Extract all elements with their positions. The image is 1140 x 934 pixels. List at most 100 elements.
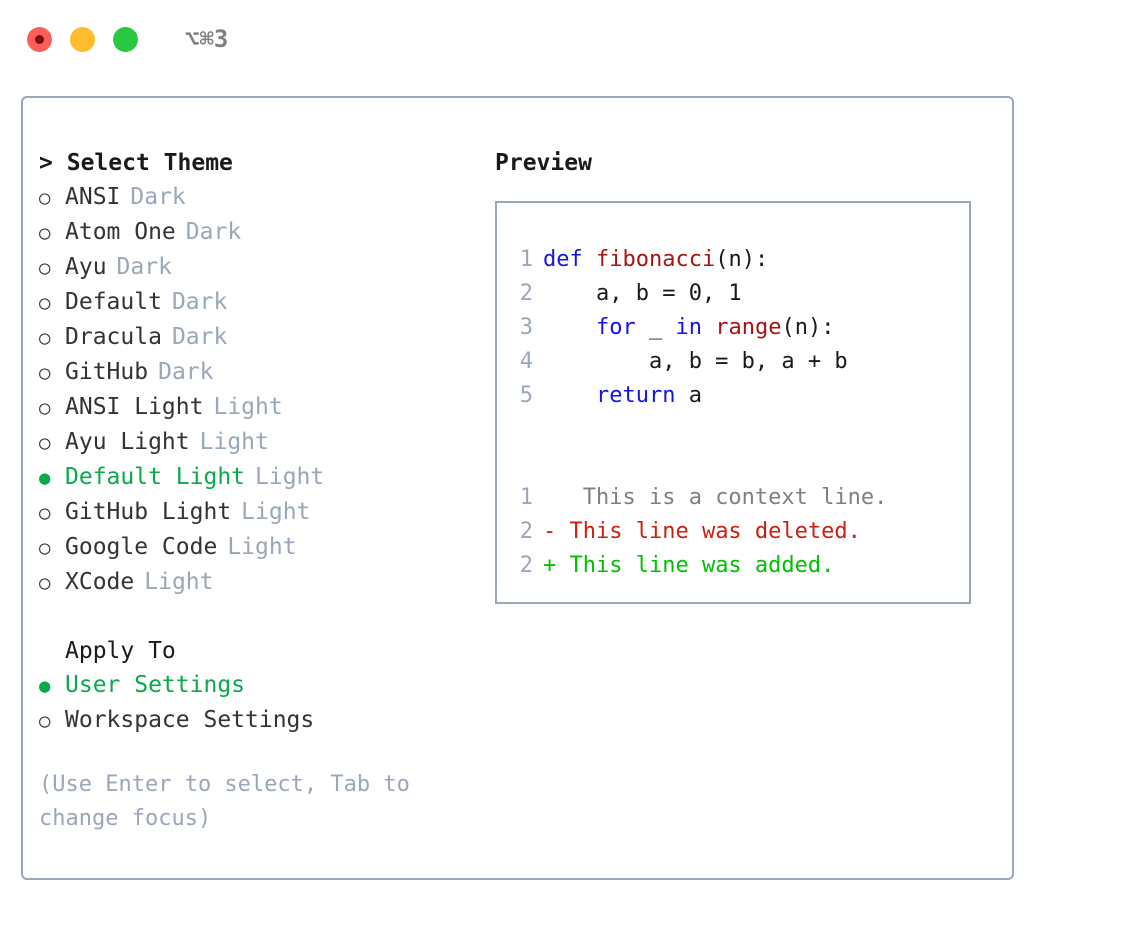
radio-icon: ○ xyxy=(39,710,51,732)
theme-variant-tag: Dark xyxy=(158,359,214,385)
code-blank-line xyxy=(497,447,969,481)
theme-name: Default xyxy=(65,289,162,315)
theme-name: Google Code xyxy=(65,534,218,560)
code-token: _ xyxy=(635,315,676,340)
radio-icon: ○ xyxy=(39,292,51,314)
preview-heading: Preview xyxy=(495,150,592,176)
code-token xyxy=(543,383,596,408)
radio-icon: ○ xyxy=(39,362,51,384)
apply-to-item-workspace-settings[interactable]: ○ Workspace Settings xyxy=(39,703,493,738)
radio-icon: ○ xyxy=(39,502,51,524)
select-theme-heading-label: Select Theme xyxy=(66,150,233,176)
theme-variant-tag: Dark xyxy=(116,254,172,280)
code-token: for xyxy=(595,315,636,340)
theme-name: Atom One xyxy=(65,219,176,245)
code-line: 5 return a xyxy=(497,379,969,413)
radio-icon: ○ xyxy=(39,222,51,244)
theme-variant-tag: Dark xyxy=(185,219,242,245)
line-number: 5 xyxy=(519,383,533,408)
radio-icon-selected: ● xyxy=(39,467,51,489)
code-line: 3 for _ in range(n): xyxy=(497,311,969,345)
code-content: def fibonacci(n): xyxy=(543,243,768,277)
line-number: 1 xyxy=(519,485,533,510)
code-line: 2 a, b = 0, 1 xyxy=(497,277,969,311)
code-blank-line xyxy=(497,413,969,447)
theme-name: Dracula xyxy=(65,324,162,350)
code-token: (n): xyxy=(715,247,769,272)
line-number: 1 xyxy=(519,247,533,272)
theme-list-item[interactable]: ○ ANSI Light Light xyxy=(39,390,493,425)
theme-name: ANSI Light xyxy=(65,394,204,420)
diff-line-deleted: 2 - This line was deleted. xyxy=(497,515,969,549)
traffic-light-buttons xyxy=(27,26,138,52)
theme-name: XCode xyxy=(65,569,135,595)
theme-variant-tag: Light xyxy=(144,569,214,595)
theme-variant-tag: Dark xyxy=(171,289,228,315)
code-token: fibonacci xyxy=(595,247,716,272)
minimize-button[interactable] xyxy=(70,26,95,52)
theme-list-item[interactable]: ○ Default Dark xyxy=(39,285,493,320)
theme-list-item[interactable]: ○ Atom One Dark xyxy=(39,215,493,250)
theme-list-item[interactable]: ○ GitHub Dark xyxy=(39,355,493,390)
title-bar: ⌥⌘3 xyxy=(0,0,1140,78)
list-spacer xyxy=(39,600,493,634)
code-content: return a xyxy=(543,379,702,413)
theme-name: GitHub Light xyxy=(65,499,232,525)
code-token: def xyxy=(543,247,596,272)
code-line: 1 def fibonacci(n): xyxy=(497,243,969,277)
theme-list-item[interactable]: ○ Google Code Light xyxy=(39,530,493,565)
diff-content: This line was deleted. xyxy=(556,519,861,544)
code-token: (n): xyxy=(781,315,835,340)
code-token xyxy=(702,315,715,340)
code-token: a, b = 0, 1 xyxy=(543,281,742,306)
code-token: range xyxy=(715,315,782,340)
apply-to-item-user-settings[interactable]: ●User Settings xyxy=(39,668,493,703)
diff-content: This line was added. xyxy=(556,553,835,578)
window-title: ⌥⌘3 xyxy=(185,25,229,53)
line-number: 2 xyxy=(519,519,533,544)
theme-variant-tag: Dark xyxy=(130,184,186,210)
theme-name: Ayu xyxy=(65,254,107,280)
preview-box: 1 def fibonacci(n): 2 a, b = 0, 1 3 for … xyxy=(495,201,971,604)
code-content: a, b = 0, 1 xyxy=(543,277,742,311)
theme-variant-tag: Light xyxy=(213,394,283,420)
diff-line-added: 2 + This line was added. xyxy=(497,549,969,583)
code-token xyxy=(543,315,596,340)
diff-sign xyxy=(543,481,556,515)
apply-to-list: ●User Settings ○ Workspace Settings xyxy=(39,668,493,738)
caret-icon: > xyxy=(39,150,53,176)
maximize-button[interactable] xyxy=(113,26,138,52)
diff-sign: - xyxy=(543,519,557,544)
diff-content: This is a context line. xyxy=(556,485,888,510)
apply-to-heading: Apply To xyxy=(65,638,176,664)
theme-name: Ayu Light xyxy=(65,429,190,455)
line-number: 2 xyxy=(519,553,533,578)
theme-variant-tag: Light xyxy=(227,534,297,560)
radio-icon: ○ xyxy=(39,187,51,209)
radio-icon: ○ xyxy=(39,537,51,559)
apply-to-label: Workspace Settings xyxy=(65,707,315,733)
line-number: 4 xyxy=(519,349,533,374)
radio-icon: ○ xyxy=(39,397,51,419)
line-number: 3 xyxy=(519,315,533,340)
radio-icon-selected: ● xyxy=(39,675,51,697)
diff-sign: + xyxy=(543,553,557,578)
theme-list-item-selected[interactable]: ● Default Light Light xyxy=(39,460,493,495)
line-number: 2 xyxy=(519,281,533,306)
theme-name: GitHub xyxy=(65,359,149,385)
theme-name: Default Light xyxy=(65,464,246,490)
close-button[interactable] xyxy=(27,26,52,52)
code-line: 4 a, b = b, a + b xyxy=(497,345,969,379)
radio-icon: ○ xyxy=(39,432,51,454)
theme-variant-tag: Light xyxy=(255,464,325,490)
